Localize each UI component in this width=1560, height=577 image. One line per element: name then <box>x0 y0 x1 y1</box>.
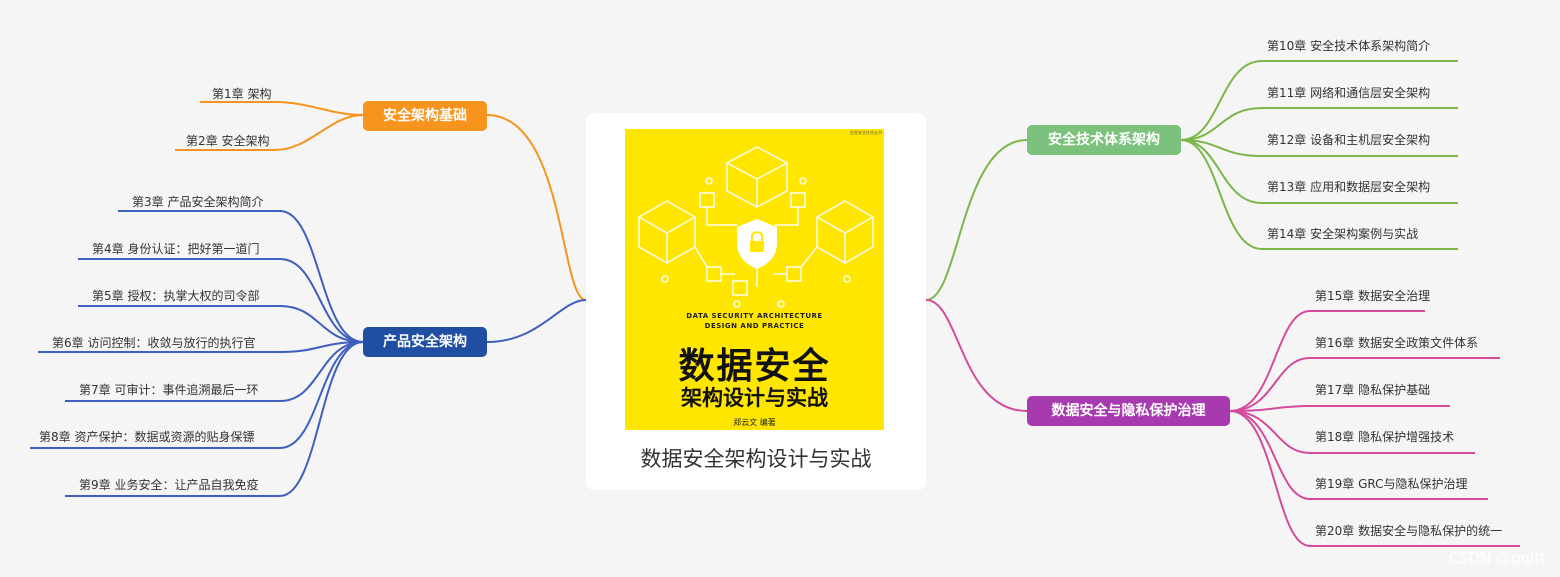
branch-security-tech-architecture[interactable]: 安全技术体系架构 <box>1027 125 1181 155</box>
leaf-chapter-5[interactable]: 第5章 授权：执掌大权的司令部 <box>92 288 259 304</box>
leaf-chapter-6[interactable]: 第6章 访问控制：收敛与放行的执行官 <box>52 335 255 351</box>
leaf-chapter-19[interactable]: 第19章 GRC与隐私保护治理 <box>1315 476 1468 492</box>
leaf-chapter-8[interactable]: 第8章 资产保护：数据或资源的贴身保镖 <box>39 429 254 445</box>
leaf-chapter-2[interactable]: 第2章 安全架构 <box>186 133 269 149</box>
watermark: CSDN @gqltt <box>1448 549 1546 567</box>
padlock-icon <box>750 241 764 252</box>
cover-title-line-2: 架构设计与实战 <box>625 382 884 412</box>
leaf-chapter-9[interactable]: 第9章 业务安全：让产品自我免疫 <box>79 477 258 493</box>
leaf-chapter-18[interactable]: 第18章 隐私保护增强技术 <box>1315 429 1454 445</box>
cover-english-line-2: DESIGN AND PRACTICE <box>625 321 884 331</box>
cover-english-line-1: DATA SECURITY ARCHITECTURE <box>625 311 884 321</box>
leaf-chapter-15[interactable]: 第15章 数据安全治理 <box>1315 288 1430 304</box>
leaf-chapter-10[interactable]: 第10章 安全技术体系架构简介 <box>1267 38 1430 54</box>
leaf-chapter-13[interactable]: 第13章 应用和数据层安全架构 <box>1267 179 1430 195</box>
leaf-chapter-16[interactable]: 第16章 数据安全政策文件体系 <box>1315 335 1478 351</box>
leaf-chapter-3[interactable]: 第3章 产品安全架构简介 <box>132 194 263 210</box>
central-topic-caption: 数据安全架构设计与实战 <box>586 443 926 473</box>
leaf-chapter-1[interactable]: 第1章 架构 <box>212 86 271 102</box>
leaf-chapter-12[interactable]: 第12章 设备和主机层安全架构 <box>1267 132 1430 148</box>
leaf-chapter-20[interactable]: 第20章 数据安全与隐私保护的统一 <box>1315 523 1502 539</box>
cover-english-title: DATA SECURITY ARCHITECTURE DESIGN AND PR… <box>625 311 884 331</box>
leaf-chapter-17[interactable]: 第17章 隐私保护基础 <box>1315 382 1430 398</box>
branch-product-security-architecture[interactable]: 产品安全架构 <box>363 327 487 357</box>
cover-series-text: 信息安全技术丛书 <box>850 130 882 136</box>
branch-data-security-privacy[interactable]: 数据安全与隐私保护治理 <box>1027 396 1230 426</box>
leaf-chapter-14[interactable]: 第14章 安全架构案例与实战 <box>1267 226 1418 242</box>
leaf-chapter-11[interactable]: 第11章 网络和通信层安全架构 <box>1267 85 1430 101</box>
cover-author: 郑云文 编著 <box>625 417 884 428</box>
book-cover-image: 信息安全技术丛书 DATA SECURITY ARCHITECTURE DESI… <box>625 129 884 430</box>
central-topic[interactable]: 信息安全技术丛书 DATA SECURITY ARCHITECTURE DESI… <box>586 113 926 490</box>
leaf-chapter-4[interactable]: 第4章 身份认证：把好第一道门 <box>92 241 259 257</box>
branch-security-architecture-basics[interactable]: 安全架构基础 <box>363 101 487 131</box>
leaf-chapter-7[interactable]: 第7章 可审计：事件追溯最后一环 <box>79 382 258 398</box>
